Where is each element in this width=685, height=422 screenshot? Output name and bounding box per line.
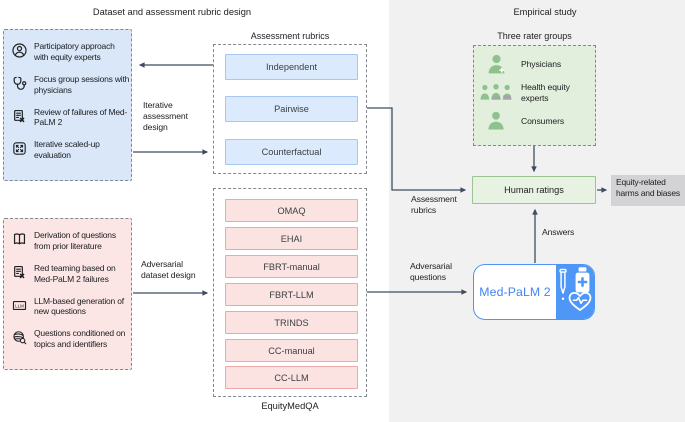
process-item-label: Questions conditioned on topics and iden… (34, 328, 126, 350)
process-item: Red teaming based on Med-PaLM 2 failures (11, 263, 130, 285)
person-circle-icon (11, 42, 28, 59)
rubric-pairwise: Pairwise (225, 96, 358, 122)
equity-harms-box: Equity-related harms and biases (611, 175, 685, 206)
topics-search-icon (11, 329, 28, 346)
iterative-assessment-design-label: Iterative assessment design (143, 100, 188, 133)
dataset-ehai: EHAI (225, 227, 358, 250)
rater-row: Health equity experts (478, 81, 592, 105)
rater-row: Consumers (478, 109, 592, 133)
equitymedqa-caption: EquityMedQA (261, 401, 319, 411)
answers-flow-label: Answers (542, 227, 575, 237)
process-item: Participatory approach with equity exper… (11, 41, 130, 63)
dataset-fbrt-manual: FBRT-manual (225, 255, 358, 278)
stethoscope-icon (11, 75, 28, 92)
process-item: Focus group sessions with physicians (11, 74, 130, 96)
med-palm-2-label: Med-PaLM 2 (479, 285, 551, 299)
dataset-cc-manual: CC-manual (225, 339, 358, 362)
process-item-label: LLM-based generation of new questions (34, 295, 124, 317)
adversarial-questions-flow-label: Adversarial questions (410, 261, 452, 283)
adversarial-dataset-design-label: Adversarial dataset design (141, 259, 196, 281)
health-equity-experts-icon (478, 81, 514, 105)
process-item-label: Iterative scaled-up evaluation (34, 139, 100, 161)
rubric-counterfactual: Counterfactual (225, 139, 358, 165)
rater-groups-panel: Physicians Health equity experts (473, 45, 596, 146)
dataset-process-panel: Derivation of questions from prior liter… (3, 218, 132, 370)
physician-icon (478, 52, 514, 77)
dataset-cc-llm: CC-LLM (225, 366, 358, 389)
rater-label: Physicians (521, 59, 562, 70)
rater-label: Consumers (521, 115, 565, 126)
process-item: Review of failures of Med-PaLM 2 (11, 107, 130, 129)
process-item: LLM LLM-based generation of new question… (11, 296, 130, 318)
svg-text:LLM: LLM (15, 303, 24, 308)
process-item-label: Review of failures of Med-PaLM 2 (34, 106, 128, 128)
document-failure-icon (11, 264, 28, 281)
rater-label: Health equity experts (521, 82, 570, 103)
dropper-icon (556, 268, 570, 311)
scale-up-icon (11, 140, 28, 157)
medicine-bottle-icon (572, 266, 593, 299)
process-item: Questions conditioned on topics and iden… (11, 328, 130, 350)
dataset-omaq: OMAQ (225, 199, 358, 222)
consumer-icon (478, 109, 514, 133)
document-failure-icon (11, 108, 28, 125)
process-item: Iterative scaled-up evaluation (11, 139, 130, 161)
assessment-rubrics-flow-label: Assessment rubrics (411, 194, 457, 216)
rater-row: Physicians (478, 52, 592, 77)
rubric-process-panel: Participatory approach with equity exper… (3, 29, 132, 181)
med-palm-2-box: Med-PaLM 2 (473, 264, 595, 320)
dataset-fbrt-llm: FBRT-LLM (225, 283, 358, 306)
process-item-label: Red teaming based on Med-PaLM 2 failures (34, 262, 116, 284)
process-item-label: Focus group sessions with physicians (34, 73, 130, 95)
rubric-independent: Independent (225, 54, 358, 80)
assessment-rubrics-panel: Independent Pairwise Counterfactual (213, 44, 367, 174)
dataset-trinds: TRINDS (225, 311, 358, 334)
equitymedqa-panel: OMAQ EHAI FBRT-manual FBRT-LLM TRINDS CC… (213, 188, 367, 397)
process-item: Derivation of questions from prior liter… (11, 230, 130, 252)
process-item-label: Participatory approach with equity exper… (34, 41, 115, 62)
open-book-icon (11, 231, 28, 248)
llm-badge-icon: LLM (11, 297, 28, 314)
left-section-title: Dataset and assessment rubric design (92, 7, 252, 17)
right-section-title: Empirical study (513, 7, 577, 17)
three-rater-groups-title: Three rater groups (497, 31, 572, 41)
human-ratings-box: Human ratings (472, 176, 596, 204)
med-palm-icon-strip (556, 265, 594, 319)
heart-pulse-icon (567, 289, 593, 318)
assessment-rubrics-title: Assessment rubrics (250, 31, 330, 41)
process-item-label: Derivation of questions from prior liter… (34, 230, 116, 251)
